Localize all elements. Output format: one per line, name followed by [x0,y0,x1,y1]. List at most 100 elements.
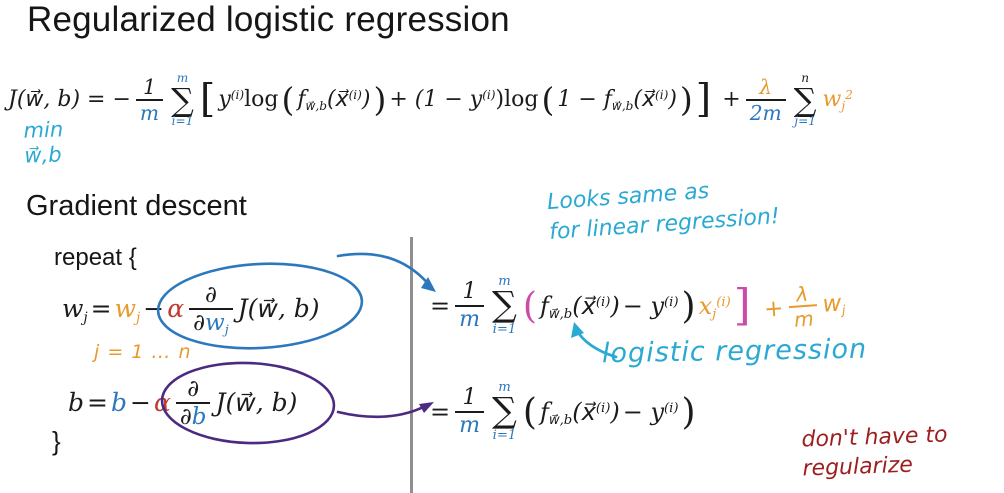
open-paren: ( [281,79,295,119]
minus-y-term: − y(i) [623,292,679,321]
x-var: x [698,291,713,320]
w-j-squared: wj2 [823,87,853,113]
frac-num: 1 [143,75,156,100]
plus-sign: + [722,86,741,112]
min-annotation: min w⃗,b [23,117,64,169]
sum-upper-limit: m [498,273,511,289]
repeat-open: repeat { [54,244,137,271]
minus-y: − y [622,397,665,426]
m-var: m [792,305,815,332]
w-var: w [62,294,84,323]
plus-sign: + [762,294,784,322]
sum-lower-limit: i=1 [171,114,194,129]
fraction-one-over-m: 1 m [135,75,164,125]
subscript-j: j [136,309,141,326]
partial-symbol: ∂ [193,309,206,336]
close-paren: ) [373,79,387,119]
close-paren: ) [679,79,693,119]
subscript-j: j [83,309,88,326]
superscript-i: (i) [482,88,496,103]
close: ) [610,397,620,426]
cost-lhs: J(w⃗, b) = − [8,86,131,112]
sum-upper-limit: n [801,70,810,85]
fraction-bar [455,304,485,307]
dont-line2: regularize [802,452,914,482]
open-paren: ( [522,391,537,433]
sum-upper-limit: m [176,70,189,85]
logistic-regression-annotation: logistic regression [601,333,868,370]
f-var: f [297,86,306,112]
close: ) [361,86,371,112]
f-var: f [539,397,549,426]
page-title: Regularized logistic regression [27,0,510,39]
w-j-term: wj [821,289,845,318]
log-operator: )log [495,86,539,112]
min-args: w⃗,b [24,142,63,168]
w-var: w [822,86,842,112]
b-derivative-expansion: = 1 m m ∑ i=1 ( fw⃗,b(x⃗(i)) − y(i) ) [430,378,696,446]
close-square-bracket: ] [695,76,712,123]
subscript-j: j [224,321,229,337]
superscript-i: (i) [664,295,679,311]
close: ) [668,86,677,112]
sum-over-i: m ∑ i=1 [171,70,194,129]
superscript-2: 2 [845,88,853,103]
two-m: 2m [749,100,782,125]
partial-denominator: ∂b [176,404,211,429]
equals-sign: = [87,388,108,417]
frac-num: 1 [462,385,477,411]
w-var: w [114,294,137,323]
sum-over-i: m ∑ i=1 [492,273,517,337]
sigma-symbol: ∑ [793,80,817,119]
equals-sign: = [430,397,451,426]
w-var: w [205,309,225,336]
close-paren: ) [681,391,696,433]
fraction-bar [745,98,786,101]
w-lhs: wj [62,294,88,326]
x-vec: (x⃗ [572,291,596,320]
lambda: λ [759,75,773,100]
mid-text: + (1 − y [389,86,483,112]
open-paren: ( [541,79,555,119]
sum-lower-limit: j=1 [794,114,816,129]
superscript-i: (i) [716,295,731,311]
b-lhs: b [68,388,85,417]
fraction-bar [455,410,485,413]
vertical-divider [410,237,413,493]
frac-num: 1 [462,279,477,305]
f-wb-term: fw⃗,b(x⃗(i)) [297,87,370,113]
fraction-lambda-over-m: λ m [787,281,818,332]
f-wb-term: fw⃗,b(x⃗(i)) [540,291,620,322]
w-update-rule: wj = wj − α ∂ ∂wj J(w⃗, b) [62,278,320,340]
cost-function: J(w⃗, b) = − 1 m m ∑ i=1 [ y(i)log ( fw⃗… [8,56,853,144]
gradient-descent-heading: Gradient descent [26,190,247,222]
x-vec: (x⃗ [633,86,656,112]
frac-den: m [459,412,481,438]
f-subscript: w⃗,b [305,99,327,114]
f-subscript: w⃗,b [548,413,573,429]
b-update-rule: b = b − α ∂ ∂b J(w⃗, b) [68,372,297,434]
minus-y: − y [622,291,665,320]
alpha-symbol: α [167,294,185,323]
sum-over-i: m ∑ i=1 [492,380,517,443]
superscript-i: (i) [664,401,679,417]
partial-derivative-b: ∂ ∂b [175,377,211,429]
frac-den: m [459,306,481,332]
sum-lower-limit: i=1 [492,321,517,337]
f-subscript: w⃗,b [611,99,634,114]
equals-sign: = [90,294,112,323]
frac-den: m [139,100,160,125]
cost-J-term: J(w⃗, b) [237,294,320,323]
fraction-lambda-over-2m: λ 2m [745,75,786,125]
superscript-i: (i) [348,88,362,103]
sum-lower-limit: i=1 [492,427,517,443]
equals-sign: = [430,291,451,320]
fraction-one-over-m: 1 m [455,279,485,332]
magenta-open-paren: ( [522,285,537,327]
w-derivative-expansion: = 1 m m ∑ i=1 ( fw⃗,b(x⃗(i)) − y(i) ) xj… [430,272,846,340]
min-label: min [23,117,64,143]
partial-derivative-wj: ∂ ∂wj [189,283,233,337]
b-var: b [191,403,207,430]
blue-arrow [336,252,433,289]
